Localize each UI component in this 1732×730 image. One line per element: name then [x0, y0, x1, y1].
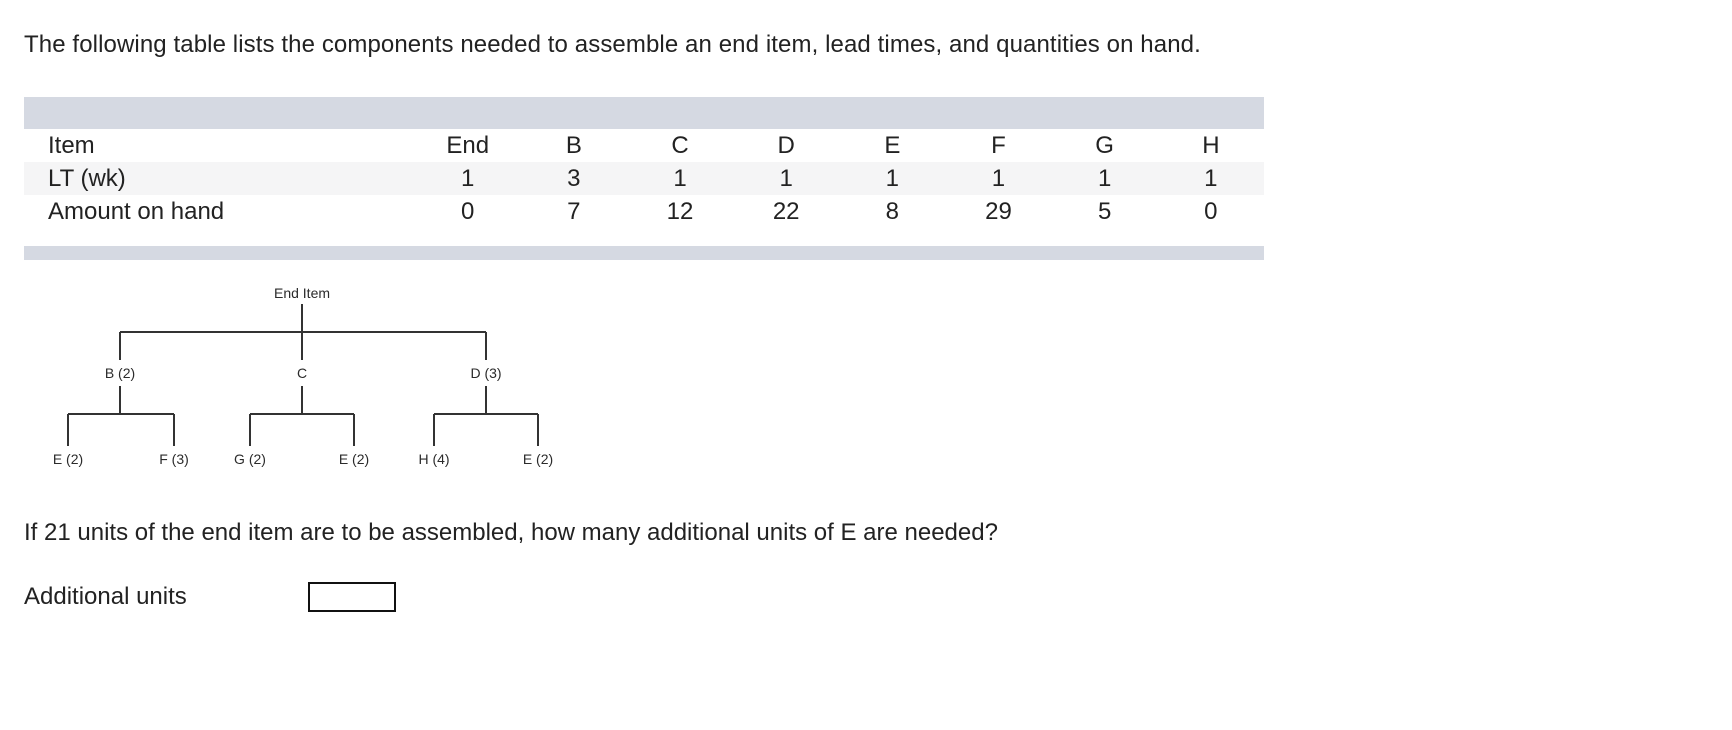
cell-lt-b: 3	[520, 162, 627, 195]
row-label-item: Item	[48, 131, 95, 159]
answer-label: Additional units	[24, 583, 187, 610]
cell-lt-c: 1	[626, 162, 734, 195]
cell-aoh-c: 12	[666, 197, 694, 225]
table-row-lead-time: LT (wk) 1 3 1 1 1 1 1 1	[24, 162, 1264, 195]
cell-lt-e: 1	[839, 162, 946, 195]
components-table: Item End B C D E F G H LT (wk) 1 3 1 1 1…	[24, 129, 1264, 228]
cell-item-e: E	[884, 131, 901, 159]
cell-aoh-end: 0	[461, 197, 475, 225]
cell-lt-d: 1	[733, 162, 840, 195]
table-row-amount-on-hand: Amount on hand 0 7 12 22 8 29 5 0	[24, 195, 1264, 228]
tree-node-c: C	[297, 365, 307, 381]
tree-node-b: B (2)	[105, 365, 135, 381]
cell-aoh-b: 7	[567, 197, 581, 225]
tree-connector-lines	[67, 304, 539, 446]
cell-aoh-g: 5	[1097, 197, 1112, 225]
product-structure-tree: End Item B (2) C D (3) E (2) F (3) G (2)…	[24, 272, 664, 487]
tree-node-c-child-e: E (2)	[339, 451, 369, 467]
cell-aoh-h: 0	[1204, 197, 1218, 225]
tree-node-root: End Item	[274, 285, 330, 301]
tree-node-b-child-e: E (2)	[53, 451, 83, 467]
table-row-item: Item End B C D E F G H	[24, 129, 1264, 162]
cell-lt-h: 1	[1157, 162, 1264, 195]
components-table-block: Item End B C D E F G H LT (wk) 1 3 1 1 1…	[24, 97, 1264, 260]
cell-item-c: C	[671, 131, 689, 159]
tree-node-d: D (3)	[470, 365, 501, 381]
cell-item-d: D	[777, 131, 795, 159]
cell-aoh-f: 29	[985, 197, 1012, 225]
tree-node-d-child-e: E (2)	[523, 451, 553, 467]
tree-node-d-child-h: H (4)	[418, 451, 449, 467]
intro-text: The following table lists the components…	[24, 31, 1201, 58]
table-footer-band	[24, 246, 1264, 260]
answer-row: Additional units	[24, 582, 396, 612]
row-label-lead-time: LT (wk)	[24, 162, 415, 195]
tree-node-b-child-f: F (3)	[159, 451, 189, 467]
table-header-band	[24, 97, 1264, 129]
cell-item-end: End	[446, 131, 490, 159]
cell-lt-end: 1	[414, 162, 521, 195]
cell-lt-g: 1	[1051, 162, 1158, 195]
question-text: If 21 units of the end item are to be as…	[24, 519, 998, 546]
cell-lt-f: 1	[945, 162, 1052, 195]
cell-item-g: G	[1095, 131, 1114, 159]
row-label-amount-on-hand: Amount on hand	[48, 197, 225, 225]
cell-item-f: F	[991, 131, 1006, 159]
cell-item-b: B	[565, 131, 582, 159]
cell-item-h: H	[1202, 131, 1220, 159]
cell-aoh-e: 8	[885, 197, 899, 225]
cell-aoh-d: 22	[772, 197, 800, 225]
additional-units-input[interactable]	[308, 582, 396, 612]
tree-node-c-child-g: G (2)	[234, 451, 266, 467]
